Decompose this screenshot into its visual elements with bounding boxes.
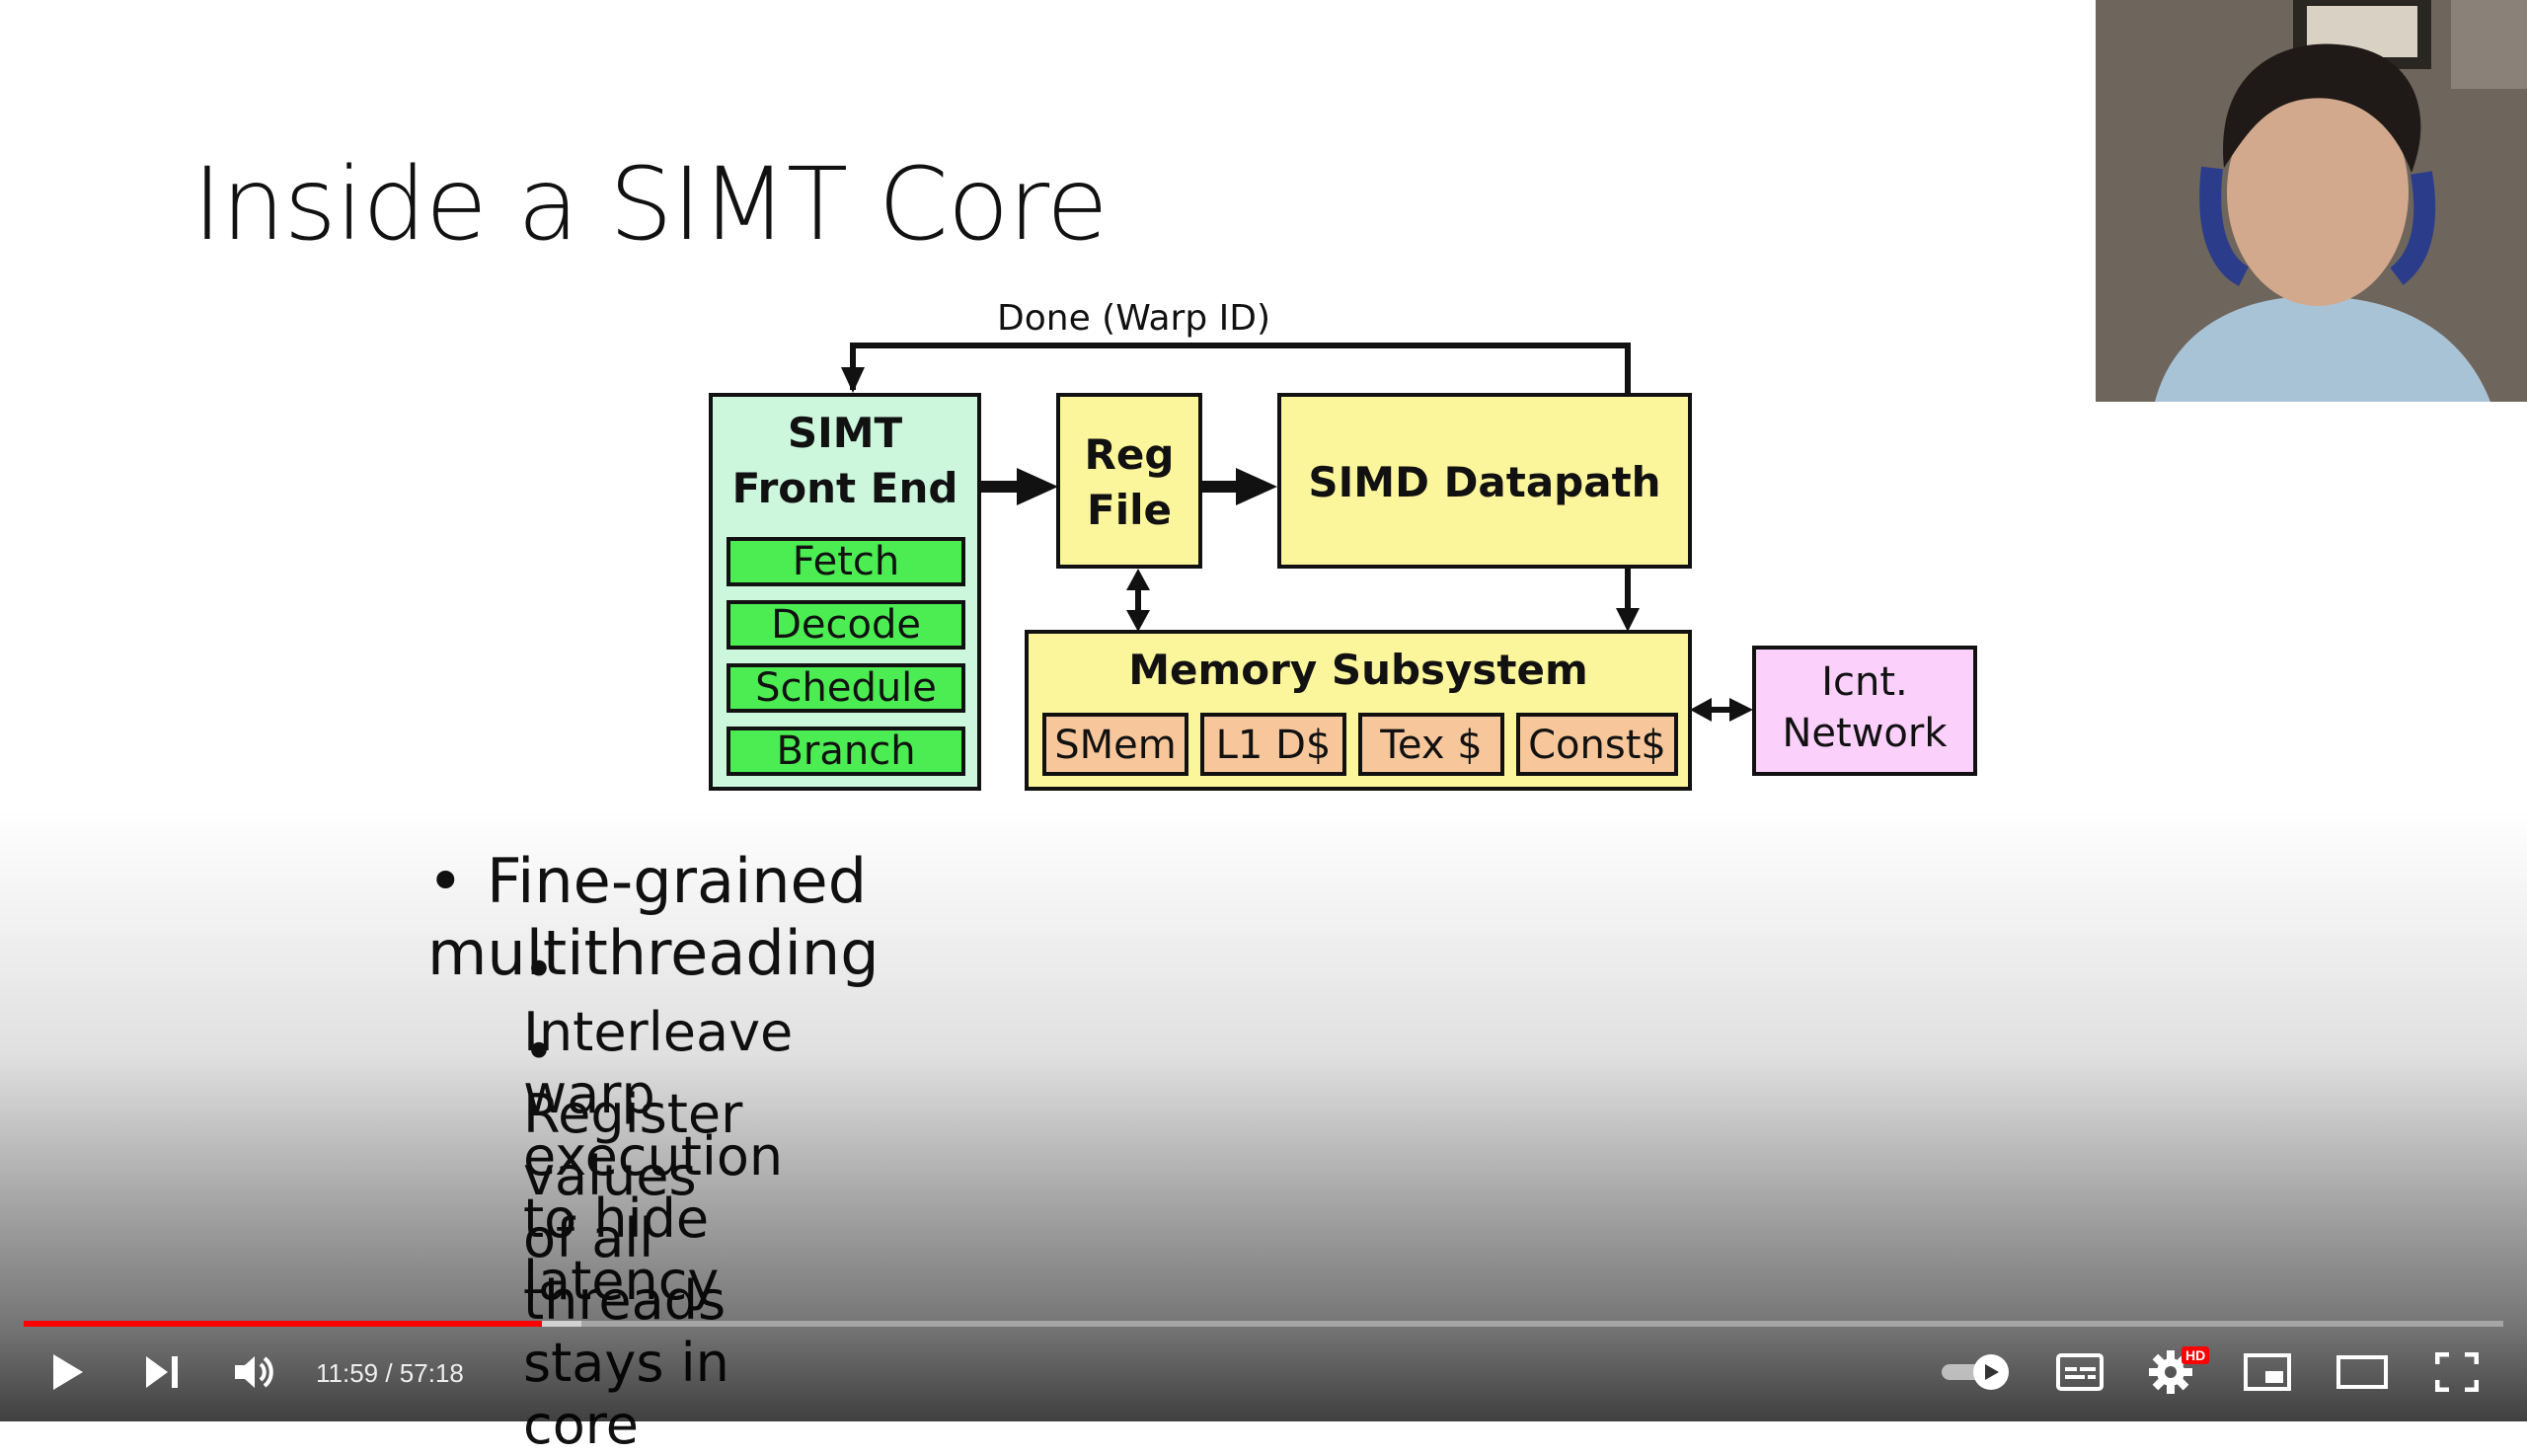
frontend-title-line1: SIMT [787, 409, 903, 457]
progress-bar[interactable] [24, 1321, 2503, 1327]
slide-title: Inside a SIMT Core [192, 146, 1109, 264]
feedback-line [850, 343, 1631, 393]
regfile-line2: File [1087, 486, 1172, 534]
next-button[interactable] [132, 1342, 191, 1402]
network-line2: Network [1782, 711, 1948, 756]
feedback-arrowhead [841, 367, 865, 393]
volume-button[interactable] [225, 1342, 284, 1402]
frontend-box: SIMT Front End Fetch Decode Schedule Bra… [709, 393, 981, 791]
play-button[interactable] [38, 1342, 97, 1402]
webcam-video [2096, 0, 2527, 402]
regfile-box: Reg File [1056, 393, 1202, 569]
settings-button[interactable]: HD [2138, 1342, 2210, 1402]
autoplay-toggle-icon [1942, 1354, 2009, 1390]
subtitles-icon [2056, 1353, 2104, 1391]
miniplayer-button[interactable] [2235, 1342, 2300, 1402]
datapath-box: SIMD Datapath [1277, 393, 1692, 569]
stage-fetch: Fetch [727, 537, 965, 586]
simt-core-diagram: SIMT Front End Fetch Decode Schedule Bra… [709, 298, 1977, 791]
volume-icon [235, 1356, 273, 1388]
presenter-image [2096, 0, 2527, 402]
theater-icon [2336, 1355, 2388, 1389]
cache-l1d: L1 D$ [1200, 713, 1346, 776]
bullet-dot: • [427, 845, 464, 917]
theater-mode-button[interactable] [2328, 1342, 2397, 1402]
cache-tex: Tex $ [1358, 713, 1504, 776]
hd-badge: HD [2182, 1346, 2210, 1364]
settings-icon [2149, 1350, 2192, 1394]
bullet-dot: • [523, 939, 555, 1001]
video-player-controls: 11:59 / 57:18 HD [0, 1303, 2527, 1421]
stage-decode: Decode [727, 600, 965, 650]
subtitles-button[interactable] [2047, 1342, 2112, 1402]
autoplay-toggle[interactable] [1937, 1342, 2016, 1402]
stage-branch: Branch [727, 727, 965, 776]
progress-played [24, 1321, 542, 1327]
stage-schedule: Schedule [727, 663, 965, 713]
diagram-connectors [841, 343, 1753, 722]
datapath-label: SIMD Datapath [1308, 458, 1661, 506]
miniplayer-icon [2244, 1353, 2291, 1391]
cache-const: Const$ [1516, 713, 1678, 776]
feedback-label: Done (Warp ID) [997, 298, 1271, 339]
regfile-line1: Reg [1084, 430, 1175, 479]
frontend-title-line2: Front End [731, 464, 958, 512]
memory-title: Memory Subsystem [1128, 646, 1588, 694]
memory-box: Memory Subsystem SMem L1 D$ Tex $ Const$ [1025, 630, 1692, 791]
bullet-dot: • [523, 1021, 555, 1083]
fullscreen-button[interactable] [2424, 1342, 2489, 1402]
network-box: Icnt. Network [1752, 646, 1977, 776]
play-icon [53, 1354, 83, 1390]
cache-smem: SMem [1042, 713, 1188, 776]
time-display: 11:59 / 57:18 [316, 1358, 464, 1388]
next-icon [146, 1356, 178, 1388]
fullscreen-icon [2435, 1352, 2479, 1392]
network-line1: Icnt. [1821, 659, 1908, 705]
